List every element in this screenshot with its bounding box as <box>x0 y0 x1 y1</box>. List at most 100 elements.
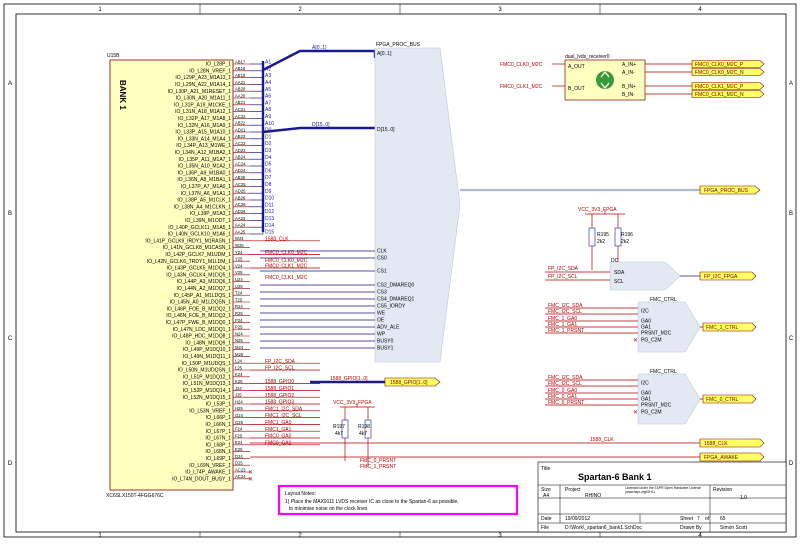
fmc0-net-label: FMC_0_GA0 <box>548 388 577 394</box>
zone-col-0-1: 1 <box>98 533 102 539</box>
bus-signal-label: BUSY1 <box>377 346 394 352</box>
receiver-b-in-n: B_IN- <box>622 92 635 98</box>
chip-pin-ball: AD26 <box>235 209 246 214</box>
chip-pin-ball: F25 <box>235 433 243 438</box>
receiver-port <box>691 90 765 98</box>
fmc1-port <box>702 322 757 332</box>
resistor-r195: R195 2k2 <box>588 214 609 270</box>
chip-pin-ball: AB18 <box>235 66 246 71</box>
chip-pin-ball: AC22 <box>235 114 246 119</box>
chip-pin-ball: F24 <box>235 427 243 432</box>
zone-row-1-0: B <box>8 211 12 217</box>
chip-pin-name: IO_L52P_M1DQ14_1 <box>183 388 231 394</box>
chip-pin-ball: AC23 <box>235 141 246 146</box>
bus-signal-label: CS5_IORDY <box>377 304 406 310</box>
chip-pin-name: IO_L34N_A12_M1BA2_1 <box>175 150 232 156</box>
layout-notes-heading: Layout Notes: <box>285 491 316 497</box>
awake-port-label: FPGA_AWAKE <box>704 455 739 461</box>
fmc0-title: FMC_CTRL <box>650 369 677 375</box>
chip-pin-name: IO_L68N_1 <box>205 449 231 455</box>
chip-pin-name: IO_L38P_A5_M1CLK_1 <box>177 198 231 204</box>
chip-pin-name: IO_L67N_1 <box>205 436 231 442</box>
bank-net-label: A9 <box>265 114 271 120</box>
bank-net-label: FMC1_GA1 <box>265 427 292 433</box>
fmc1-net-label: FMC_1_PRSNT <box>548 328 584 334</box>
bank-net-label: A6 <box>265 94 271 100</box>
resistor-r197: R197 4k7 <box>333 407 349 461</box>
chip-pin-ball: AA21 <box>235 80 246 85</box>
bank-net-label: D6 <box>265 168 272 174</box>
fmc0-pin-label: PG_C2M <box>641 410 662 416</box>
vcc-net-lower: VCC_3V3_FPGA <box>333 400 372 406</box>
chip-pin-ball: AA25 <box>235 229 246 234</box>
dc-port <box>699 271 757 281</box>
gpio-port <box>384 377 441 387</box>
bank-net-label: FMC0_GA1 <box>265 440 292 446</box>
receiver-title: dual_lvds_receiver0 <box>565 54 610 60</box>
bank-net-label: D5 <box>265 162 272 168</box>
fmc0-port-label: FMC_0_CTRL <box>706 397 738 403</box>
chip-pin-name: IO_L74N_DOUT_BUSY_1 <box>172 476 231 482</box>
zone-row-2-0: C <box>8 336 13 342</box>
prsnt-net-0: FMC_0_PRSNT <box>360 458 396 464</box>
bank-net-label: D14 <box>265 223 274 229</box>
chip-pin-ball: V24 <box>235 263 243 268</box>
bank-net-label: 1588_GPIO0 <box>265 379 294 385</box>
chip-pin-ball: AB22 <box>235 121 246 126</box>
bank-net-label: A7 <box>265 100 271 106</box>
prsnt-net-1: FMC_1_PRSNT <box>360 464 396 470</box>
dc-block-title: DC <box>611 258 619 264</box>
fpga-bus-port <box>699 185 761 195</box>
drawn-value: Simon Scott <box>720 525 748 531</box>
bus-signal-label: CS2_DMAREQ0 <box>377 283 414 289</box>
bank-net-label: D12 <box>265 209 274 215</box>
chip-pin-ball: AB21 <box>235 100 246 105</box>
chip-pin-name: IO_L66N_1 <box>205 422 231 428</box>
awake-port <box>699 452 765 462</box>
bank-net-label: A1 <box>265 60 271 66</box>
chip-pin-ball: AD21 <box>235 127 246 132</box>
chip-pin-name: IO_L49P_M1DQ10_1 <box>183 347 231 353</box>
fmc1-net-label: FMC_I2C_SDA <box>548 303 583 309</box>
no-connect-icon: ✕ <box>248 470 253 476</box>
fmc1-net-label: FMC_1_GA0 <box>548 316 577 322</box>
receiver-ports: FMC0_CLK0_M2C_PFMC0_CLK0_M2C_NFMC0_CLK1_… <box>645 60 765 98</box>
chip-pin-name: IO_L31P_A19_M1CKE_1 <box>174 102 231 108</box>
fpga-proc-bus-block <box>374 47 461 363</box>
zone-col-2-0: 3 <box>498 7 502 13</box>
chip-pin-ball: G25 <box>235 420 244 425</box>
project-label: Project <box>565 487 581 493</box>
fmc1-block <box>637 301 701 353</box>
receiver-b-out: B_OUT <box>568 86 585 92</box>
layout-notes-line1: 1) Place the MAX9111 LVDS receiver IC as… <box>285 499 459 505</box>
zone-row-3-1: D <box>789 461 794 467</box>
chip-pin-ball: N24 <box>235 331 243 336</box>
bus-signal-label: CLK <box>377 249 387 255</box>
chip-pin-ball: AC25 <box>235 182 246 187</box>
bank-net-label: A4 <box>265 80 271 86</box>
chip-pin-ball: M25 <box>235 352 244 357</box>
no-connect-icon: ✕ <box>633 410 638 416</box>
bank-net-label: D7 <box>265 175 272 181</box>
receiver-port <box>691 60 765 68</box>
sheet-value: 7 <box>697 516 700 522</box>
chip-pin-name: IO_L43N_GCLK4_M1DQ5_1 <box>166 272 231 278</box>
chip-pin-name: IO_L52N_M1DQ15_1 <box>183 395 232 401</box>
sheet-label: Sheet <box>680 516 694 522</box>
bank-net-label: A5 <box>265 87 271 93</box>
bank-net-label: D10 <box>265 196 274 202</box>
fmc-clk0-net: FMC0_CLK0_M2C <box>265 258 308 264</box>
fmc1-pin-label: GA1 <box>641 325 651 331</box>
chip-pin-ball: AB17 <box>235 59 246 64</box>
chip-pin-ball: R24 <box>235 304 243 309</box>
fmc1-net-label: FMC_I2C_SCL <box>548 309 582 315</box>
chip-pin-name: IO_L48P_HDC_M1DQ8_1 <box>172 334 231 340</box>
bank-net-label: FP_I2C_SDA <box>265 359 296 365</box>
title-block: Title Spartan-6 Bank 1 Size A4 Project R… <box>537 461 787 533</box>
chip-pin-ball: H25 <box>235 406 243 411</box>
chip-pin-ball: AB23 <box>235 134 246 139</box>
fmc0-net-label: FMC_I2C_SDA <box>548 375 583 381</box>
chip-pin-ball: G24 <box>235 413 244 418</box>
fpga-bus-signals: CLKCS0CS1CS2_DMAREQ0CS3CS4_DMAREQ1CS5_IO… <box>260 249 414 352</box>
fmc1-pin-label: I2C <box>641 309 649 315</box>
